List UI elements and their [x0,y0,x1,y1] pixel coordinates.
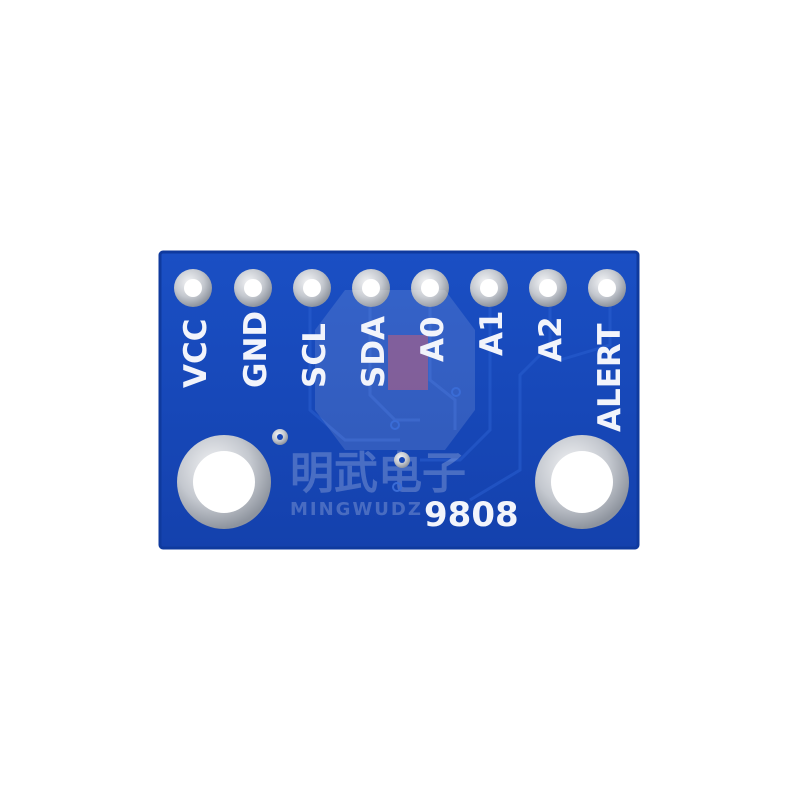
pin-pad-gnd [234,269,272,307]
watermark: 明武电子 MINGWUDZ [290,290,475,520]
pin-label-scl: SCL [297,323,333,388]
pin-pad-a1 [470,269,508,307]
vias [272,387,461,492]
pcb-traces [308,300,612,502]
mounting-hole-right [535,435,629,529]
pin-pad-alert [588,269,626,307]
watermark-logo-core-icon [388,335,428,390]
pin-label-vcc: VCC [178,319,214,389]
watermark-text-en: MINGWUDZ [290,499,423,520]
via [392,482,402,492]
pcb-board [158,250,640,550]
pin-label-alert: ALERT [592,323,628,432]
pin-pad-sda [352,269,390,307]
pin-pad-scl [293,269,331,307]
pin-labels: VCC GND SCL SDA A0 A1 A2 ALERT [178,310,628,432]
pin-pad-vcc [174,269,212,307]
pin-label-a0: A0 [415,316,451,362]
pin-pad-a2 [529,269,567,307]
pin-label-sda: SDA [356,316,392,388]
pin-label-a1: A1 [474,310,510,356]
watermark-text-cn: 明武电子 [290,448,466,499]
via [390,420,400,430]
watermark-logo-icon [315,290,475,450]
via [451,387,461,397]
pin-label-a2: A2 [533,316,569,362]
pin-label-gnd: GND [238,311,274,388]
part-number: 9808 [424,495,519,535]
pin-pad-a0 [411,269,449,307]
header-pads [174,269,626,307]
mounting-hole-left [177,435,271,529]
